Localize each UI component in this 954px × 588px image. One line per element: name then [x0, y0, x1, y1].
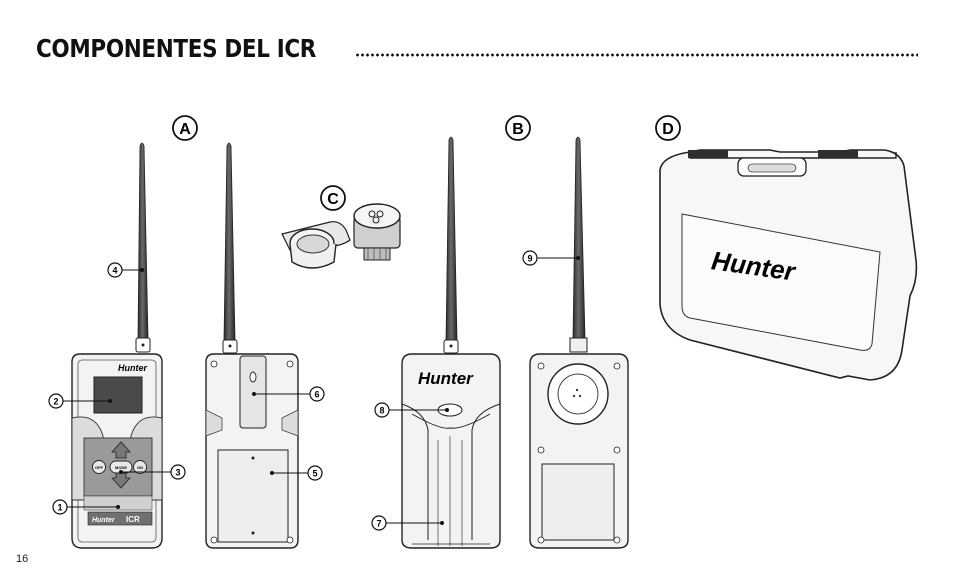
transmitter-back [205, 142, 299, 549]
callout-1-number: 1 [57, 503, 62, 513]
antenna-receiver-icon [445, 136, 458, 341]
lcd-screen [93, 376, 143, 414]
battery-cover [217, 449, 289, 543]
antenna-icon [137, 142, 149, 339]
callout-3: 3 [119, 464, 186, 480]
label-a-marker: A [172, 115, 198, 141]
arrow-up-icon [111, 441, 131, 459]
brand-logo-receiver: Hunter [418, 369, 474, 388]
callout-3-number: 3 [175, 468, 180, 478]
label-b-marker: B [505, 115, 531, 141]
section-title: COMPONENTES DEL ICR [36, 30, 362, 64]
receiver-front: Hunter [401, 136, 501, 549]
title-dotted-leader [355, 52, 918, 58]
label-a: A [179, 121, 191, 138]
label-c-marker: C [320, 185, 346, 211]
callout-2: 2 [48, 393, 112, 409]
label-b: B [512, 121, 524, 138]
antenna-cap [281, 203, 401, 269]
callout-8: 8 [374, 402, 449, 418]
callout-8-number: 8 [379, 406, 384, 416]
speaker-grille [547, 363, 609, 425]
antenna-receiver-back-icon [572, 136, 586, 339]
receiver-back [529, 136, 629, 549]
label-d: D [662, 121, 674, 138]
label-plate [87, 511, 153, 526]
callout-7-number: 7 [376, 519, 381, 529]
callout-5: 5 [270, 465, 323, 481]
arrow-down-icon [111, 471, 131, 489]
callout-7: 7 [371, 515, 444, 531]
callout-4-number: 4 [112, 266, 117, 276]
carrying-case: Hunter [659, 149, 918, 381]
callout-9: 9 [522, 250, 580, 266]
antenna-back-icon [223, 142, 236, 341]
belt-clip [239, 355, 267, 429]
callout-1: 1 [52, 499, 120, 515]
section-title-text: COMPONENTES DEL ICR [36, 34, 317, 63]
page-number: 16 [16, 553, 29, 565]
callout-6-number: 6 [314, 390, 319, 400]
brand-logo-plate: Hunter [92, 517, 116, 524]
callout-5-number: 5 [312, 469, 317, 479]
key-mode-label: MODE [115, 465, 127, 470]
transmitter-front: Hunter OFF MODE ON Hunter ICR [71, 142, 163, 549]
callout-4: 4 [107, 262, 144, 278]
device-label-plate: ICR [126, 515, 140, 524]
key-off-label: OFF [95, 465, 104, 470]
key-on-label: ON [137, 465, 143, 470]
label-d-marker: D [655, 115, 681, 141]
callout-6: 6 [252, 386, 325, 402]
callout-9-number: 9 [527, 254, 532, 264]
brand-logo-front: Hunter [118, 363, 147, 373]
callout-2-number: 2 [53, 397, 58, 407]
label-c: C [327, 191, 339, 208]
